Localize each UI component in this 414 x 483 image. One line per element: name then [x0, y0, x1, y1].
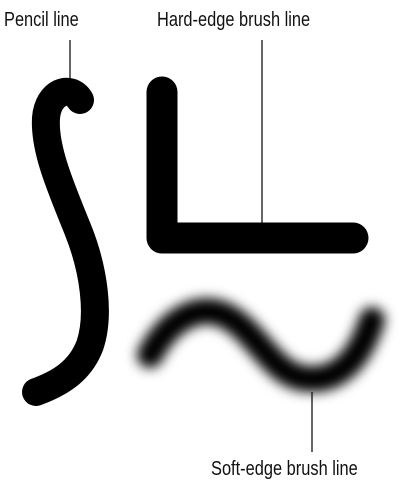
soft-edge-brush-line-label: Soft-edge brush line	[211, 459, 358, 479]
hard-edge-brush-stroke	[162, 92, 353, 238]
pencil-line-stroke	[36, 92, 95, 392]
soft-edge-brush-stroke	[150, 311, 372, 379]
pencil-line-label: Pencil line	[4, 10, 79, 30]
hard-edge-brush-line-label: Hard-edge brush line	[157, 10, 310, 30]
